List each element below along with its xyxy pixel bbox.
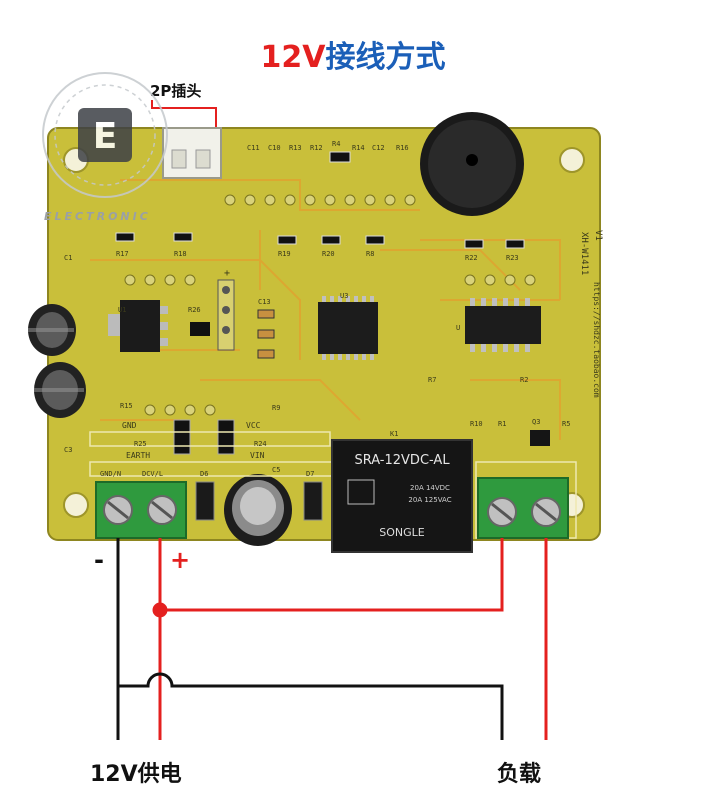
relay-brand: SONGLE xyxy=(379,526,425,539)
silk-r17: R17 xyxy=(116,250,129,258)
silk-u: U xyxy=(456,324,460,332)
silk-c13: C13 xyxy=(258,298,271,306)
silk-r19: R19 xyxy=(278,250,291,258)
connector-callout xyxy=(151,100,217,128)
junction-dot xyxy=(152,602,168,618)
silk-c3: C3 xyxy=(64,446,72,454)
load-label: 负载 xyxy=(497,762,542,787)
voltage-regulator xyxy=(108,300,168,352)
silk-c5: C5 xyxy=(272,466,280,474)
logo-letter: E xyxy=(93,116,118,157)
silk-r18: R18 xyxy=(174,250,187,258)
silk-q3: Q3 xyxy=(532,418,540,426)
silk-c11: C11 xyxy=(247,144,260,152)
u-chip xyxy=(465,298,541,352)
relay: SRA-12VDC-AL 20A 14VDC 20A 125VAC SONGLE xyxy=(331,439,473,553)
positive-branch-wire xyxy=(160,538,504,612)
silk-plus: + xyxy=(224,268,230,279)
silk-u3: U3 xyxy=(340,292,348,300)
silk-r22: R22 xyxy=(465,254,478,262)
silk-vcc: VCC xyxy=(246,421,261,430)
plus-label: + xyxy=(170,546,191,574)
silk-gnd-n: GND/N xyxy=(100,470,121,478)
electrolytic-capacitor xyxy=(28,304,76,356)
silk-r7: R7 xyxy=(428,376,436,384)
silk-d7: D7 xyxy=(306,470,314,478)
silk-dcv: DCV/L xyxy=(142,470,163,478)
silk-r14: R14 xyxy=(352,144,365,152)
silk-model: XH-W1411 xyxy=(579,232,589,275)
diode-d7 xyxy=(303,481,323,521)
silk-r15: R15 xyxy=(120,402,133,410)
load-terminal-block[interactable] xyxy=(477,477,569,539)
silk-r4: R4 xyxy=(332,140,340,148)
relay-rating-1: 20A 14VDC xyxy=(410,484,450,492)
diode-d6 xyxy=(195,481,215,521)
electrolytic-capacitor xyxy=(224,474,292,546)
negative-return-wire xyxy=(118,672,504,740)
title-text: 接线方式 xyxy=(325,40,446,75)
electronic-logo: E xyxy=(42,72,168,198)
relay-model: SRA-12VDC-AL xyxy=(354,453,450,468)
silk-c12: C12 xyxy=(372,144,385,152)
silk-d6: D6 xyxy=(200,470,208,478)
silk-r8: R8 xyxy=(366,250,374,258)
pin-header xyxy=(217,279,235,351)
wiring xyxy=(116,538,548,740)
silk-r24: R24 xyxy=(254,440,267,448)
silk-c1: C1 xyxy=(64,254,72,262)
logo-text: ELECTRONIC xyxy=(44,210,151,223)
two-pin-connector xyxy=(162,127,222,179)
buzzer xyxy=(420,112,524,216)
silk-r13: R13 xyxy=(289,144,302,152)
u3-chip xyxy=(318,296,378,360)
minus-label: - xyxy=(94,546,104,574)
r26-resistor xyxy=(190,322,210,336)
pcb-board: SRA-12VDC-AL 20A 14VDC 20A 125VAC SONGLE xyxy=(28,112,603,553)
transistor-q3 xyxy=(530,430,550,446)
silk-r20: R20 xyxy=(322,250,335,258)
relay-rating-2: 20A 125VAC xyxy=(408,496,451,504)
smd-part xyxy=(173,419,191,455)
smd-part xyxy=(217,419,235,455)
power-terminal-block[interactable] xyxy=(95,481,187,539)
silk-r1: R1 xyxy=(498,420,506,428)
silk-r23: R23 xyxy=(506,254,519,262)
power-supply-label: 12V供电 xyxy=(90,762,182,787)
silk-vin: VIN xyxy=(250,451,265,460)
silk-k1: K1 xyxy=(390,430,398,438)
silk-c10: C10 xyxy=(268,144,281,152)
connector-label: 2P插头 xyxy=(150,82,202,100)
silk-r25: R25 xyxy=(134,440,147,448)
silk-r16: R16 xyxy=(396,144,409,152)
silk-r26: R26 xyxy=(188,306,201,314)
silk-url: https://shdzc.taobao.com xyxy=(592,282,601,398)
silk-r5: R5 xyxy=(562,420,570,428)
mount-hole xyxy=(63,492,89,518)
silk-r9: R9 xyxy=(272,404,280,412)
silk-r12: R12 xyxy=(310,144,323,152)
silk-gnd: GND xyxy=(122,421,137,430)
diagram-title: 12V接线方式 xyxy=(0,32,706,76)
silk-u1: U1 xyxy=(118,306,126,314)
title-voltage: 12V xyxy=(260,40,326,75)
silk-earth: EARTH xyxy=(126,451,150,460)
silk-r2: R2 xyxy=(520,376,528,384)
electrolytic-capacitor xyxy=(34,362,86,418)
silk-r10: R10 xyxy=(470,420,483,428)
silk-version: V1 xyxy=(593,230,603,241)
mount-hole xyxy=(559,147,585,173)
